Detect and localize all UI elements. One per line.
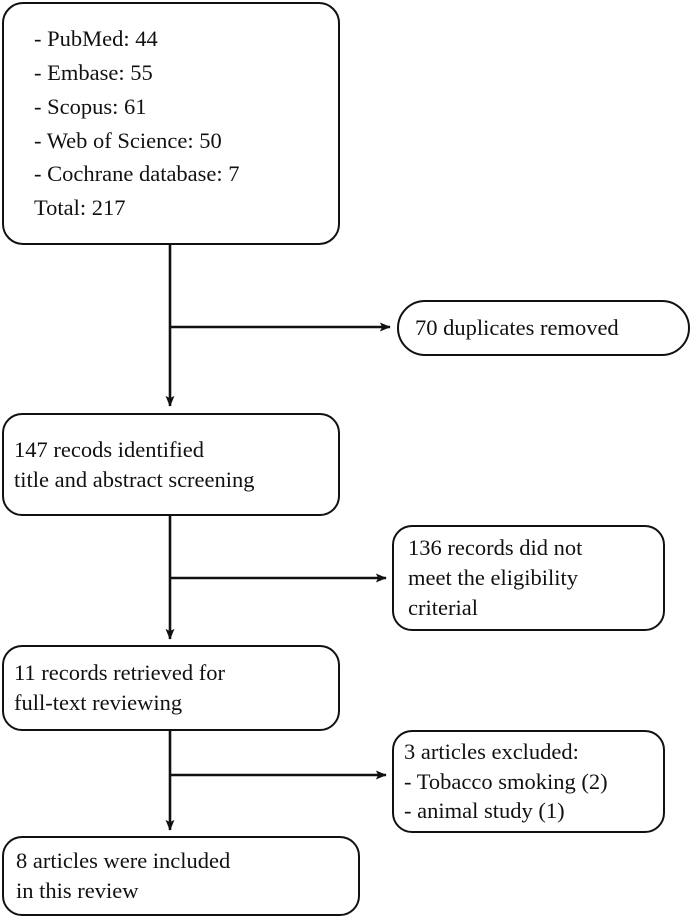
- ineligible-line-2: meet the eligibility: [408, 565, 578, 591]
- full-text-review-box: 11 records retrieved for full-text revie…: [2, 645, 340, 731]
- articles-included-box: 8 articles were included in this review: [2, 836, 360, 916]
- duplicates-removed-label: 70 duplicates removed: [415, 315, 619, 341]
- included-line-2: in this review: [16, 878, 139, 903]
- ineligible-line-3: criterial: [408, 594, 478, 620]
- source-line-cochrane: - Cochrane database: 7: [34, 161, 240, 187]
- source-line-wos: - Web of Science: 50: [34, 127, 222, 153]
- source-line-total: Total: 217: [34, 195, 126, 220]
- fulltext-line-1: 11 records retrieved for: [14, 660, 225, 686]
- duplicates-removed-box: 70 duplicates removed: [397, 300, 690, 356]
- title-abstract-screening-box: 147 recods identified title and abstract…: [2, 413, 340, 516]
- records-not-meeting-eligibility-box: 136 records did not meet the eligibility…: [392, 525, 665, 631]
- screening-line-1: 147 recods identified: [14, 436, 204, 462]
- articles-excluded-box: 3 articles excluded: - Tobacco smoking (…: [392, 730, 665, 833]
- excluded-line-header: 3 articles excluded:: [404, 738, 579, 764]
- screening-line-2: title and abstract screening: [14, 466, 255, 492]
- source-line-pubmed: - PubMed: 44: [34, 26, 158, 52]
- source-line-scopus: - Scopus: 61: [34, 93, 147, 119]
- fulltext-line-2: full-text reviewing: [14, 690, 183, 715]
- ineligible-line-1: 136 records did not: [408, 535, 583, 561]
- excluded-line-animal: - animal study (1): [404, 798, 565, 824]
- database-search-results-box: - PubMed: 44 - Embase: 55 - Scopus: 61 -…: [2, 2, 340, 245]
- included-line-1: 8 articles were included: [16, 848, 231, 874]
- excluded-line-tobacco: - Tobacco smoking (2): [404, 768, 608, 794]
- source-line-embase: - Embase: 55: [34, 60, 153, 85]
